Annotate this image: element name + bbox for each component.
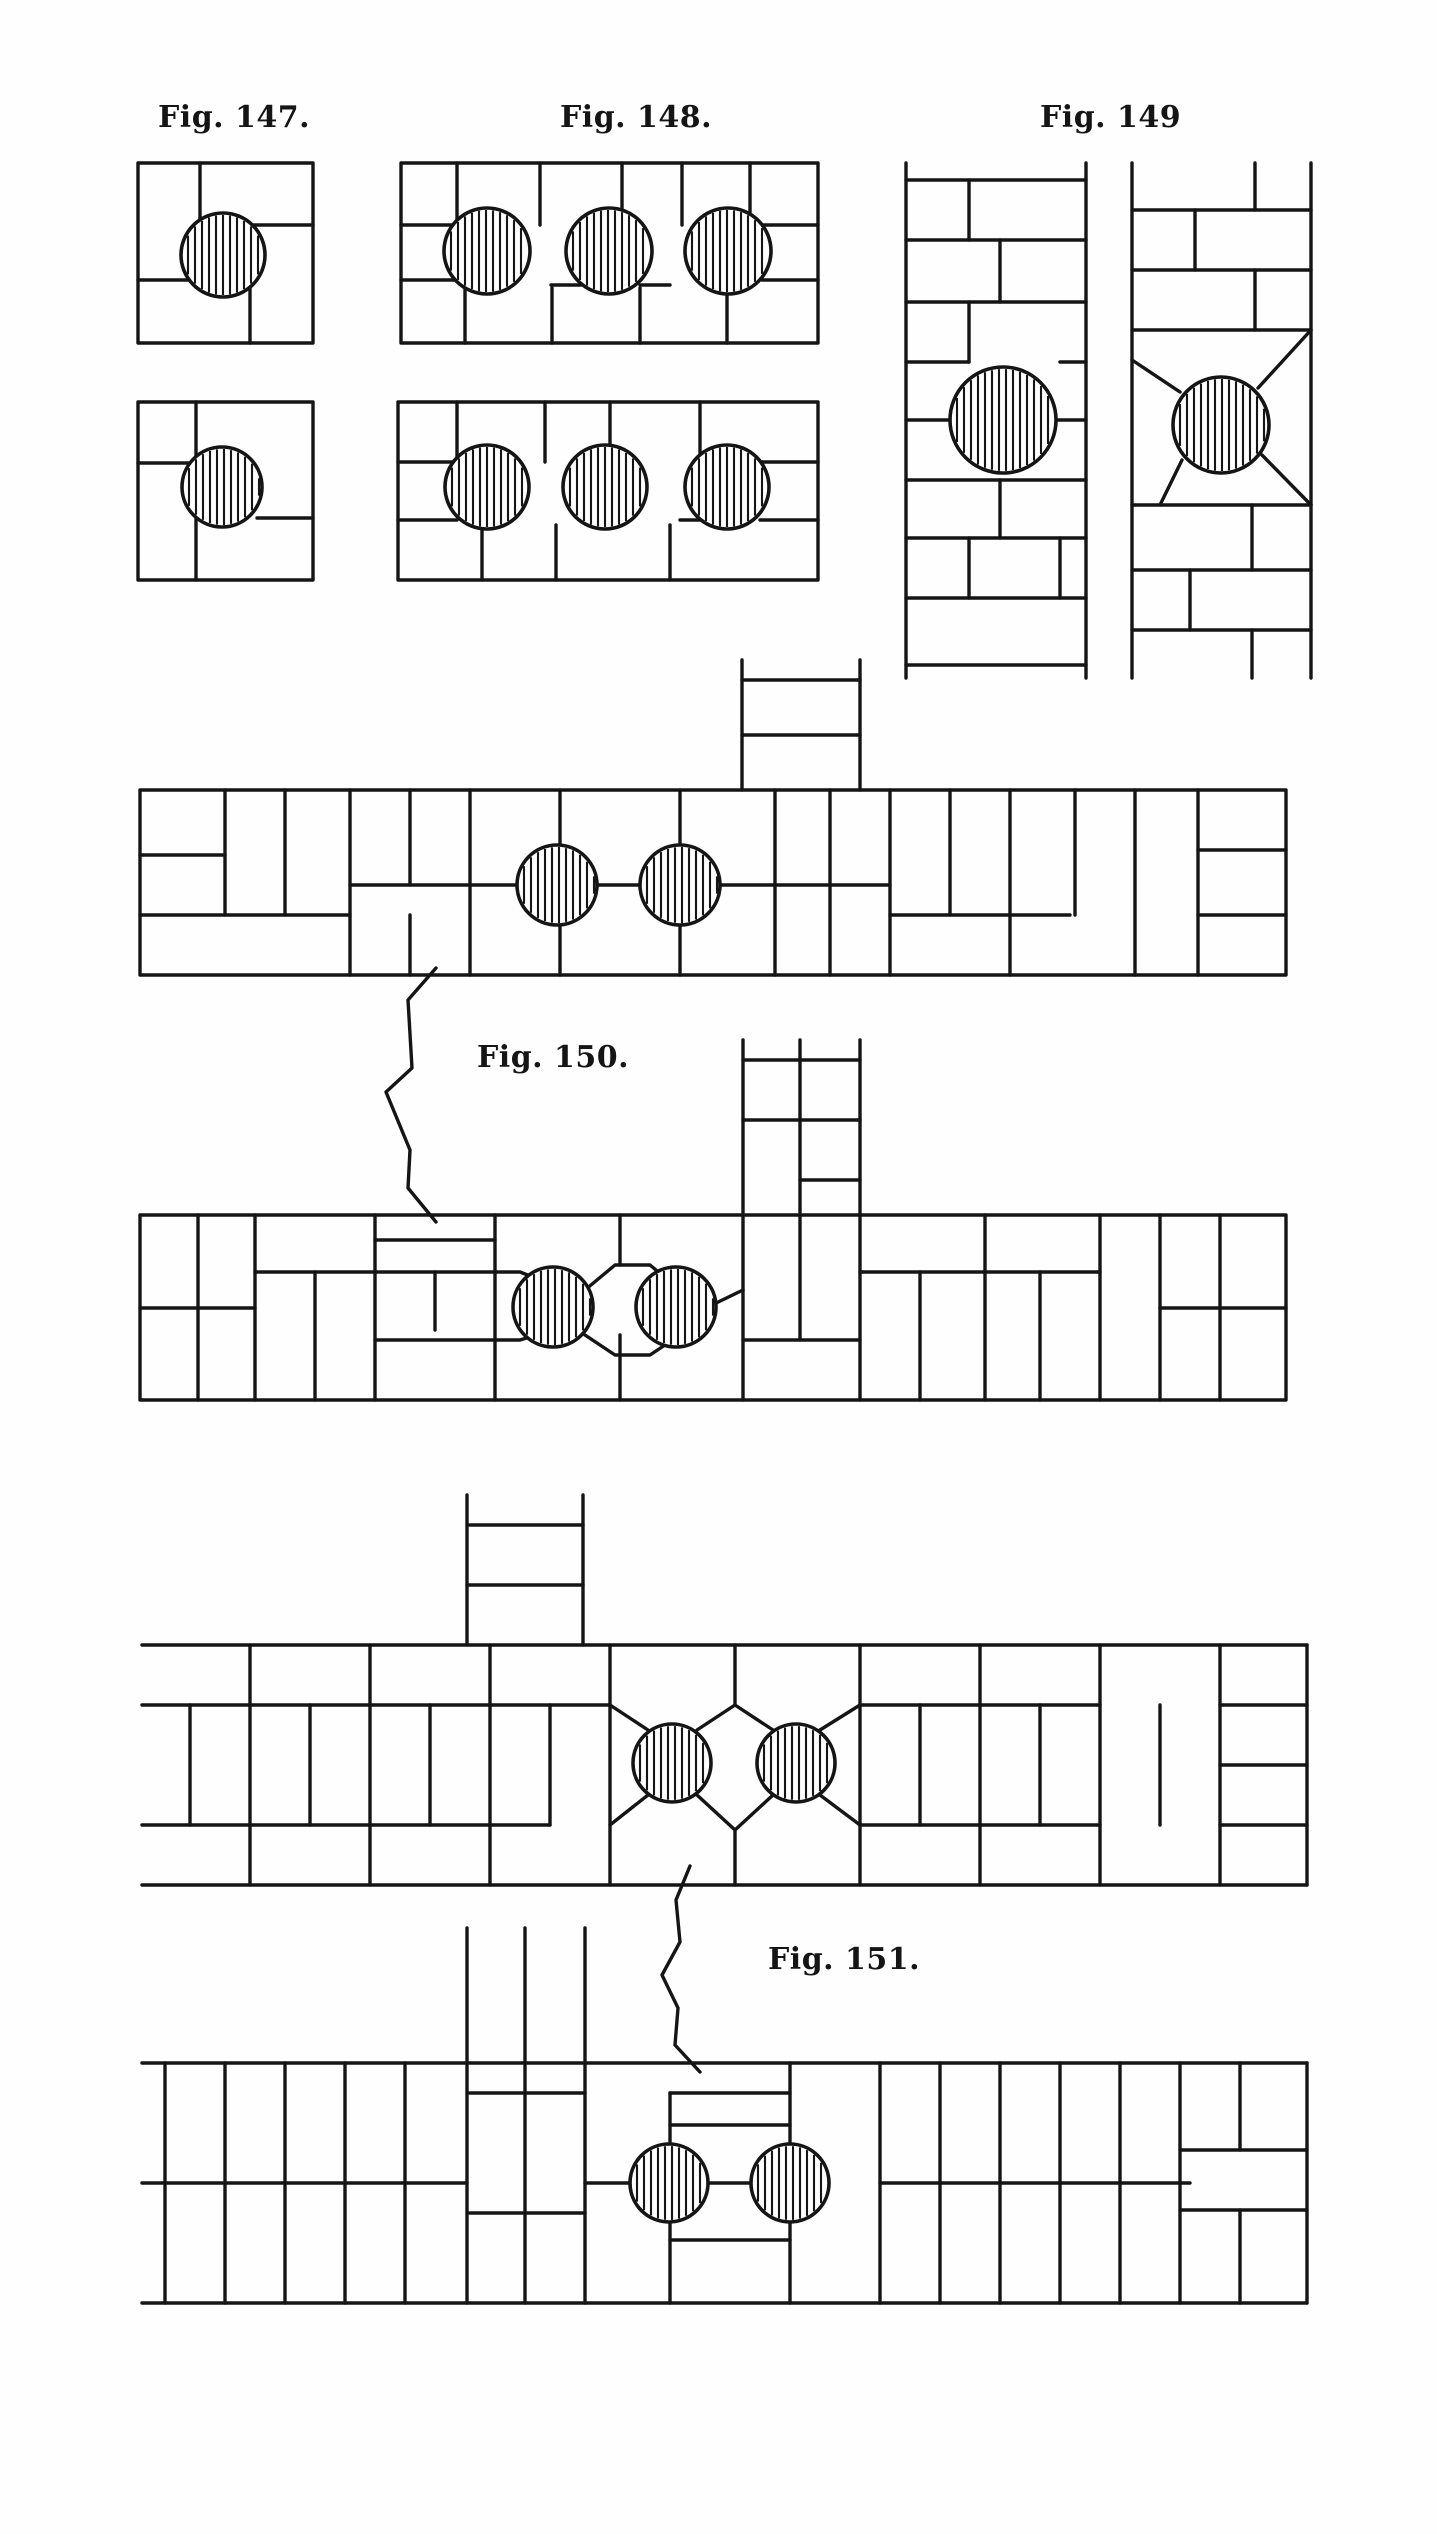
fig-149-right-plan — [1130, 161, 1313, 680]
fig-148-caption: Fig. 148. — [560, 100, 713, 135]
fig-149-caption: Fig. 149 — [1040, 100, 1182, 135]
fig-151-upper-plan — [140, 1493, 1309, 1887]
flue-circle — [638, 843, 722, 927]
fig-149-left-plan — [904, 161, 1088, 680]
flue-circle — [180, 445, 264, 529]
break-line — [384, 966, 438, 1224]
fig-147-caption: Fig. 147. — [158, 100, 311, 135]
flue-circle — [628, 2142, 710, 2224]
flue-circle — [511, 1265, 595, 1349]
flue-circle — [631, 1722, 713, 1804]
fig-150-caption: Fig. 150. — [477, 1040, 630, 1075]
fig-147-top-plan — [136, 161, 315, 345]
fig-151-caption: Fig. 151. — [768, 1942, 921, 1977]
flue-circle — [515, 843, 599, 927]
fig-147-bottom-plan — [136, 400, 315, 582]
flue-circle — [749, 2142, 831, 2224]
flue-circle — [948, 365, 1058, 475]
fig-150-lower-plan — [138, 1038, 1288, 1402]
break-line — [660, 1864, 702, 2074]
flue-hatching — [186, 210, 1266, 2220]
fig-150-upper-plan — [138, 658, 1288, 977]
fig-151-lower-plan — [140, 1926, 1309, 2305]
flue-circle — [634, 1265, 718, 1349]
flue-circle — [755, 1722, 837, 1804]
